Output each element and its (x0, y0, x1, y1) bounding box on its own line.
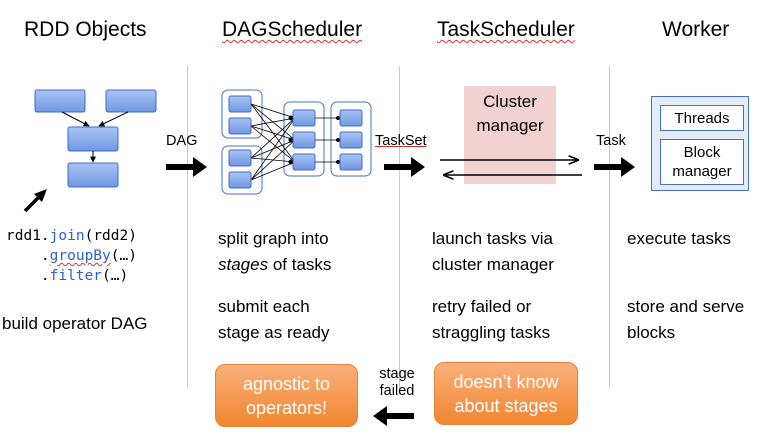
rdd-node-1 (34, 89, 86, 113)
stage-graph (221, 89, 372, 195)
rdd-node-3 (67, 126, 119, 152)
dag-arrow-label: DAG (166, 133, 198, 149)
code-join: join (49, 228, 85, 244)
worker-description: execute tasks store and serve blocks (627, 229, 745, 342)
title-dag-scheduler: DAGScheduler (222, 18, 363, 41)
dag-description: split graph into stages of tasks submit … (218, 229, 332, 342)
task-arrow (594, 157, 635, 177)
cluster-manager-label: Cluster manager (476, 92, 544, 135)
task-description: launch tasks via cluster manager retry f… (432, 229, 554, 342)
code-snippet: rdd1.join(rdd2) .groupBy(…) .filter(…) (6, 228, 137, 284)
doesnt-know-note: doesn’t know about stages (434, 362, 578, 425)
rdd-node-2 (105, 89, 157, 113)
rdd-node-4 (67, 162, 119, 188)
title-task-scheduler: TaskScheduler (437, 18, 575, 41)
title-rdd-objects: RDD Objects (24, 18, 147, 41)
stage-failed-label: stage failed (379, 366, 415, 399)
divider-1 (187, 66, 188, 388)
code-pointer-arrow (23, 189, 47, 213)
title-worker: Worker (662, 18, 730, 41)
threads-box: Threads (660, 105, 744, 131)
task-arrow-label: Task (596, 133, 626, 149)
agnostic-note: agnostic to operators! (215, 364, 358, 427)
rdd-dag-graph (34, 89, 157, 188)
rdd-caption: build operator DAG (2, 314, 148, 333)
divider-2 (399, 66, 400, 388)
dag-arrow (166, 157, 207, 177)
code-groupby: groupBy (49, 248, 111, 264)
cluster-manager-area (464, 86, 556, 184)
block-manager-box: Block manager (660, 139, 744, 185)
divider-3 (609, 66, 610, 388)
taskset-arrow-label: TaskSet (375, 133, 427, 149)
stage-failed-arrow (373, 406, 414, 426)
code-filter: filter (49, 268, 103, 284)
taskset-arrow (384, 157, 425, 177)
